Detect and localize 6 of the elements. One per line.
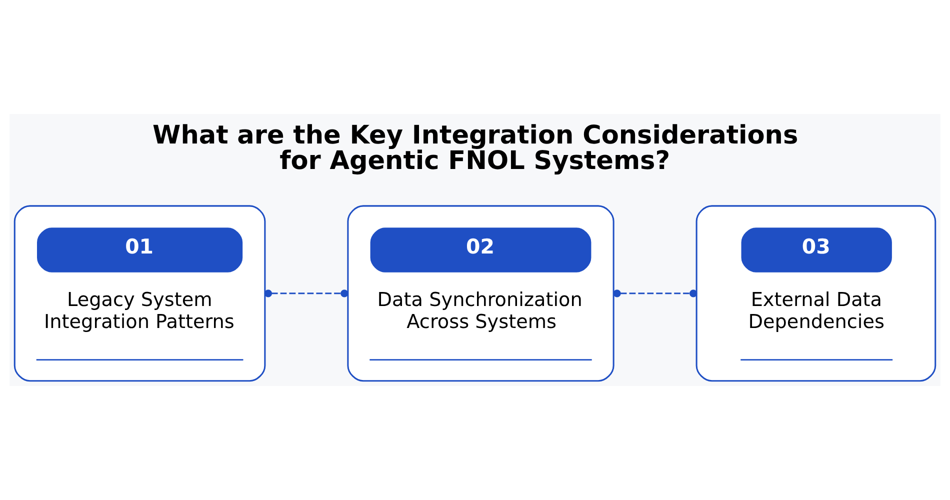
node-box: 02 Data Synchronization Across Systems	[347, 205, 614, 382]
connector	[613, 290, 698, 298]
diagram-title: What are the Key Integration Considerations for Agentic FNOL Systems?	[152, 120, 798, 176]
node-box: 01 Legacy System Integration Patterns	[14, 205, 266, 382]
connector	[264, 290, 348, 298]
node-box: 03 External Data Dependencies	[696, 205, 936, 382]
